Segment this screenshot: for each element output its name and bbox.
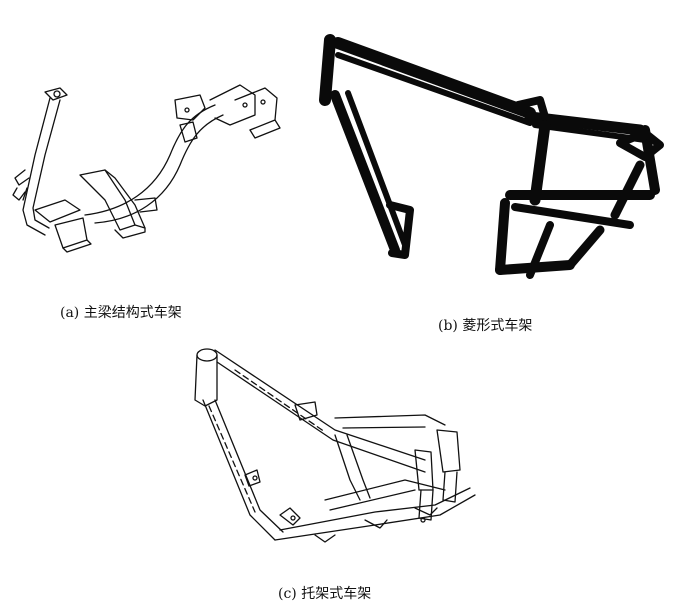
main-beam-frame-drawing	[12, 84, 281, 253]
caption-b: (b) 菱形式车架	[438, 318, 533, 334]
diamond-frame-drawing	[319, 34, 664, 279]
caption-a: (a) 主梁结构式车架	[60, 305, 182, 321]
figure-a-main-beam-frame	[5, 60, 290, 265]
cradle-frame-drawing	[194, 348, 476, 543]
figure-c-cradle-frame	[175, 340, 485, 565]
caption-c: (c) 托架式车架	[278, 586, 372, 602]
figure-b-diamond-frame	[300, 25, 675, 290]
